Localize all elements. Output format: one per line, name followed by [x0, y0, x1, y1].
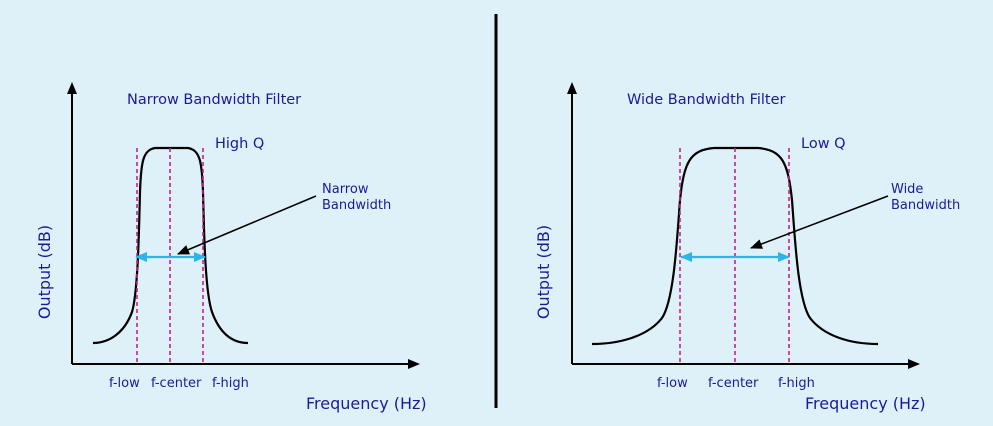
- x-axis-label: Frequency (Hz): [306, 394, 427, 413]
- q-label: High Q: [215, 136, 264, 152]
- x-axis-label: Frequency (Hz): [805, 394, 926, 413]
- annotation-pointer: [177, 195, 317, 255]
- tick-label-f-center: f-center: [708, 376, 759, 391]
- tick-label-f-high: f-high: [212, 376, 249, 391]
- tick-label-f-center: f-center: [151, 376, 202, 391]
- panel-title: Wide Bandwidth Filter: [627, 92, 786, 108]
- annotation-line-1: Wide: [891, 182, 923, 197]
- q-label: Low Q: [801, 136, 846, 152]
- tick-label-f-high: f-high: [778, 376, 815, 391]
- annotation-line-1: Narrow: [322, 182, 369, 197]
- wide-filter-panel: Wide Bandwidth Filter Low Q Wide Bandwid…: [534, 82, 960, 413]
- annotation-pointer: [750, 195, 889, 249]
- narrow-filter-panel: Narrow Bandwidth Filter High Q Narrow Ba…: [35, 82, 427, 413]
- tick-label-f-low: f-low: [657, 376, 688, 391]
- tick-label-f-low: f-low: [109, 376, 140, 391]
- y-axis-label: Output (dB): [35, 225, 54, 319]
- wide-response-curve: [591, 146, 879, 346]
- annotation-line-2: Bandwidth: [322, 198, 391, 213]
- annotation-line-2: Bandwidth: [891, 198, 960, 213]
- narrow-response-curve: [92, 146, 249, 345]
- y-axis-label: Output (dB): [534, 225, 553, 319]
- panel-title: Narrow Bandwidth Filter: [127, 92, 301, 108]
